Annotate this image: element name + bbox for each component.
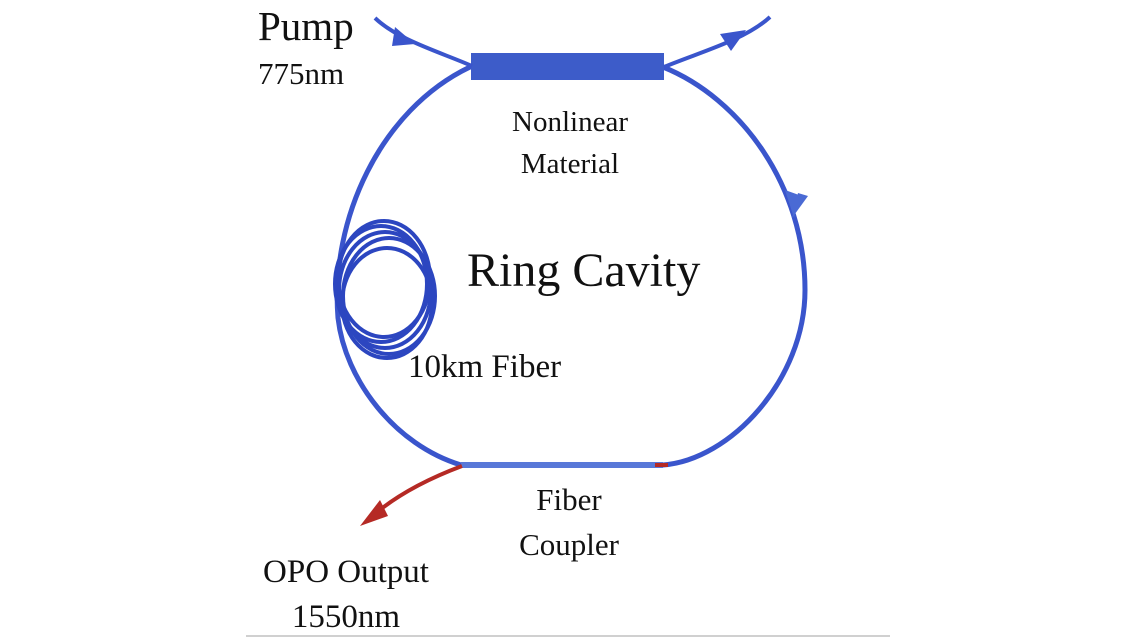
pump-input-path bbox=[373, 16, 473, 68]
arrow-right-icon bbox=[392, 27, 415, 46]
nonlinear-material-label: Nonlinear Material bbox=[500, 101, 640, 185]
nonlinear-label-line2: Material bbox=[520, 148, 620, 181]
output-label-line1: OPO Output bbox=[263, 554, 429, 590]
arrow-down-icon-2 bbox=[792, 193, 808, 218]
pump-label: Pump bbox=[258, 3, 354, 49]
arrow-down-left-icon bbox=[360, 500, 388, 526]
pump-wavelength: 775nm bbox=[258, 56, 345, 91]
nonlinear-label-line1: Nonlinear bbox=[512, 106, 628, 138]
fiber-coupler-label: Fiber Coupler bbox=[502, 478, 636, 568]
coupler-label-line2: Coupler bbox=[519, 526, 619, 562]
output-label-line2: 1550nm bbox=[291, 598, 401, 635]
coupler-label-line1: Fiber bbox=[536, 482, 602, 517]
fiber-spool-icon bbox=[333, 219, 437, 360]
bottom-divider bbox=[246, 635, 890, 637]
nonlinear-crystal bbox=[471, 53, 664, 80]
arrow-right-icon-exit bbox=[720, 30, 746, 51]
fiber-spool-label: 10km Fiber bbox=[408, 349, 562, 385]
pump-exit-path bbox=[663, 15, 772, 69]
opo-output-label: OPO Output 1550nm bbox=[248, 550, 444, 638]
ring-cavity-label: Ring Cavity bbox=[467, 244, 701, 297]
